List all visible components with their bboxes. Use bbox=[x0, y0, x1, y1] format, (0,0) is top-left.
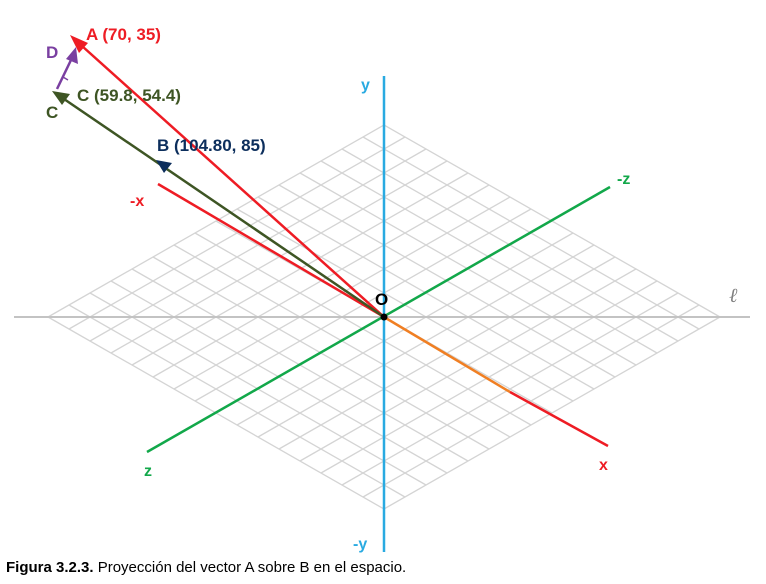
label-y: y bbox=[361, 77, 370, 94]
label-x: x bbox=[599, 457, 608, 474]
z-axis-line bbox=[146, 185, 611, 454]
caption-figure-number: Figura 3.2.3. bbox=[6, 559, 94, 576]
x-axis-positive-line bbox=[509, 390, 609, 448]
label-l: ℓ bbox=[729, 283, 738, 307]
vector-D bbox=[55, 59, 73, 90]
vector-A-arrowhead bbox=[70, 35, 88, 53]
x-axis-negative-line bbox=[157, 182, 385, 319]
grid-line bbox=[383, 316, 721, 510]
label-A: A (70, 35) bbox=[86, 25, 161, 44]
label-z: z bbox=[144, 463, 152, 480]
x-axis-positive-segment bbox=[383, 315, 511, 394]
vector-D-arrowhead bbox=[66, 47, 78, 64]
origin-point bbox=[380, 313, 388, 321]
caption-text: Proyección del vector A sobre B en el es… bbox=[93, 559, 407, 576]
label-O: O bbox=[375, 290, 388, 309]
vector-C-arrowhead bbox=[52, 91, 70, 105]
grid-line bbox=[341, 292, 679, 486]
figure-caption: Figura 3.2.3. Proyección del vector A so… bbox=[6, 559, 406, 576]
label-C: C bbox=[46, 103, 58, 122]
vector-A bbox=[81, 45, 385, 318]
label-C-coords: C (59.8, 54.4) bbox=[77, 86, 181, 105]
label-neg-x: -x bbox=[130, 193, 144, 210]
label-neg-z: -z bbox=[617, 171, 630, 188]
grid-line bbox=[320, 280, 658, 474]
vector-B-arrowhead bbox=[156, 160, 172, 173]
label-D: D bbox=[46, 43, 58, 62]
label-B: B (104.80, 85) bbox=[157, 136, 266, 155]
right-angle-marker bbox=[58, 75, 69, 85]
grid-line bbox=[362, 304, 700, 498]
projection-diagram: A (70, 35) D C (59.8, 54.4) C B (104.80,… bbox=[14, 25, 750, 553]
grid-line bbox=[278, 256, 616, 450]
grid-line bbox=[299, 268, 637, 462]
vector-C bbox=[63, 97, 385, 319]
label-neg-y: -y bbox=[353, 536, 367, 553]
